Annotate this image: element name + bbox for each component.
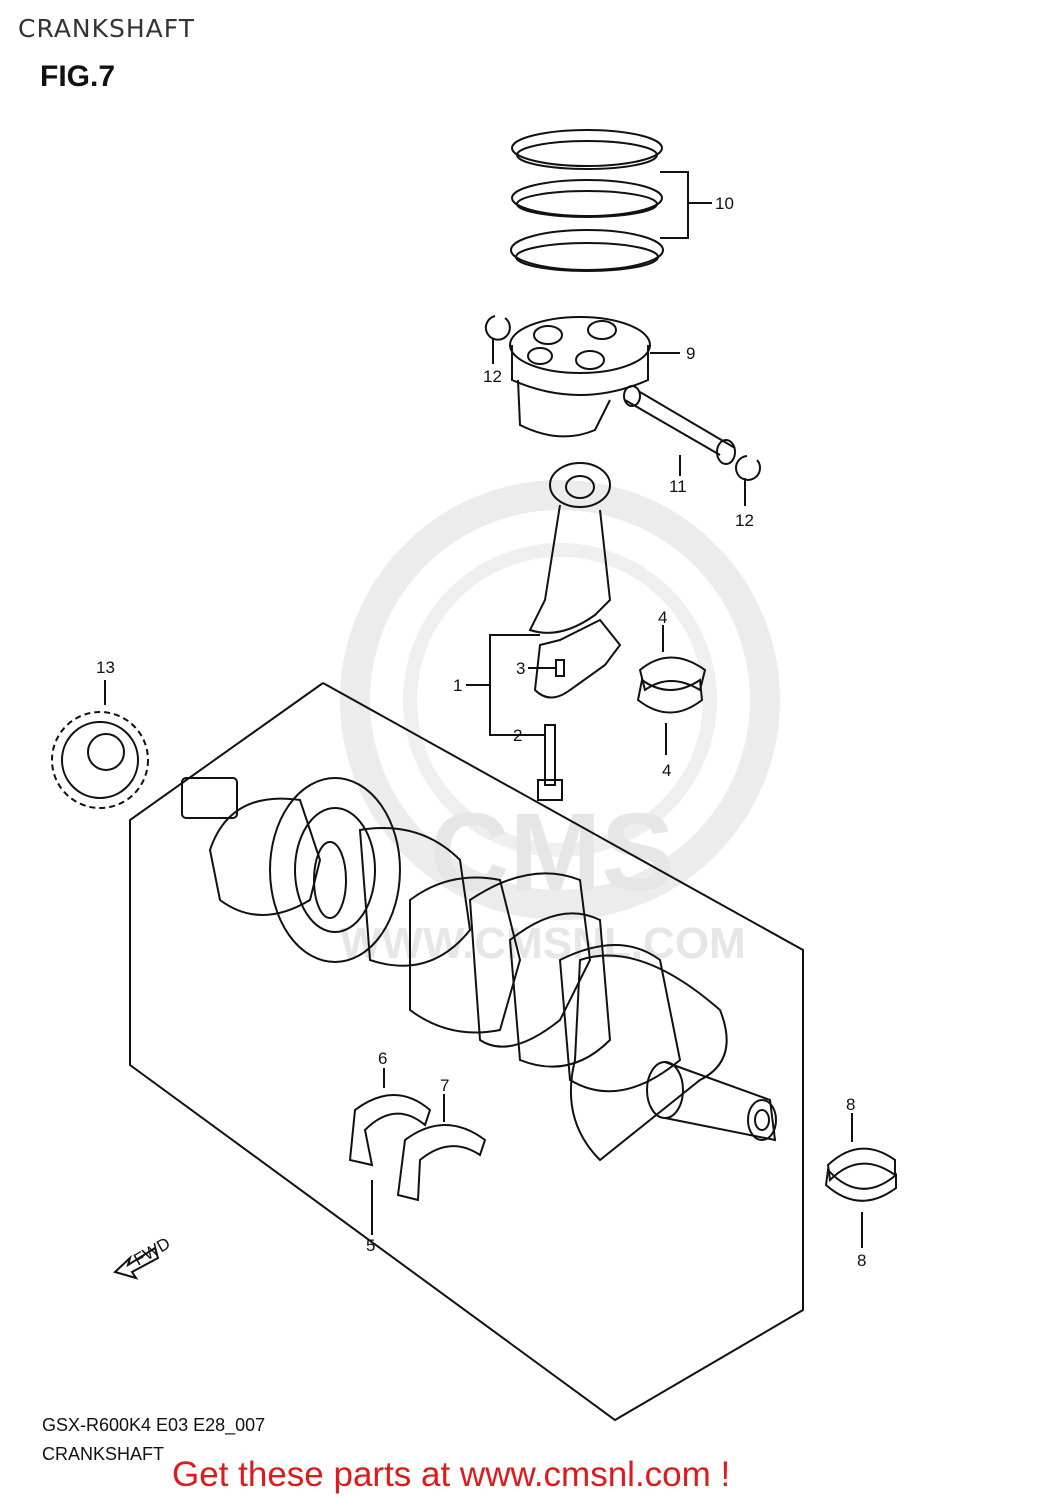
callout-5: 5 (366, 1236, 375, 1255)
model-code: GSX-R600K4 E03 E28_007 (42, 1415, 266, 1435)
callout-1: 1 (453, 676, 462, 695)
callout-12-right: 12 (735, 511, 754, 530)
piston-pin (623, 385, 736, 465)
callout-12-left: 12 (483, 367, 502, 386)
circlip-left (484, 315, 511, 341)
conrod-bearings (636, 656, 707, 714)
callout-6: 6 (378, 1049, 387, 1068)
callout-7: 7 (440, 1076, 449, 1095)
watermark: CMS WWW.CMSNL.COM (340, 480, 780, 968)
crankshaft (181, 777, 777, 1162)
callout-13: 13 (96, 658, 115, 677)
callout-3: 3 (516, 659, 525, 678)
callout-2: 2 (513, 726, 522, 745)
leader-1 (489, 634, 540, 736)
callout-4-bottom: 4 (662, 761, 671, 780)
callout-10: 10 (715, 194, 734, 213)
callout-4-top: 4 (658, 608, 667, 627)
promo-link[interactable]: Get these parts at www.cmsnl.com ! (172, 1455, 731, 1494)
watermark-url: WWW.CMSNL.COM (340, 919, 746, 968)
callout-9: 9 (686, 344, 695, 363)
callout-8-top: 8 (846, 1095, 855, 1114)
leader-10 (660, 171, 689, 239)
main-bearings (824, 1147, 897, 1202)
circlip-right (735, 455, 762, 481)
piston (509, 316, 651, 438)
thrust-bearings (348, 1094, 487, 1202)
crankshaft-box (129, 682, 804, 1422)
callout-11: 11 (669, 477, 687, 496)
timing-sprocket (51, 711, 149, 809)
connecting-rod (528, 462, 622, 801)
section-name: CRANKSHAFT (42, 1444, 165, 1464)
figure-label: FIG.7 (40, 60, 116, 93)
callout-8-bottom: 8 (857, 1251, 866, 1270)
page-title: CRANKSHAFT (18, 14, 195, 43)
piston-rings (510, 129, 664, 272)
fwd-arrow-icon (113, 1246, 160, 1280)
fwd-label: FWD (131, 1234, 174, 1270)
